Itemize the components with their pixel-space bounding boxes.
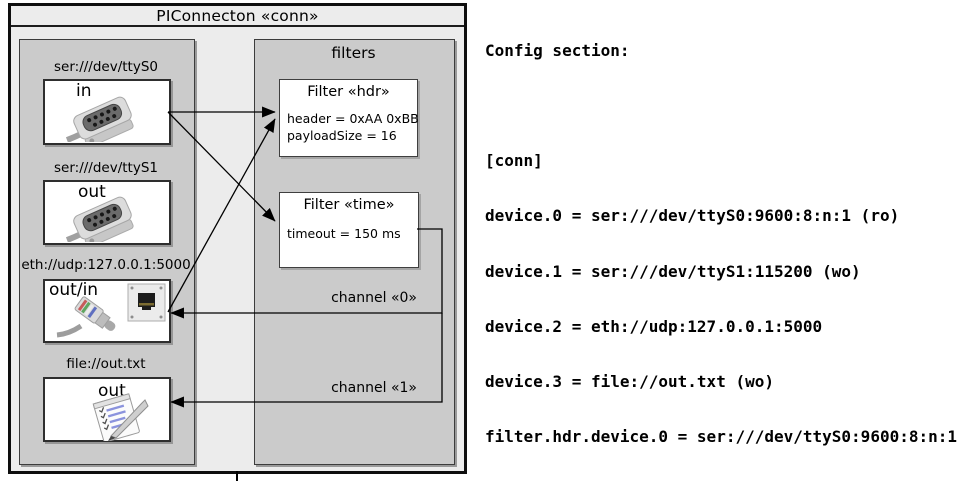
config-line: device.3 = file://out.txt (wo) (485, 372, 774, 392)
diagram-title: PIConnecton «conn» (156, 7, 319, 25)
config-blank-line (485, 97, 963, 115)
config-line: device.0 = ser:///dev/ttyS0:9600:8:n:1 (… (485, 206, 900, 226)
device-port-label: out/in (49, 280, 99, 300)
device-port-label: in (76, 81, 92, 101)
device-url-label-ttys0: ser:///dev/ttyS0 (54, 59, 158, 75)
config-line: filter.hdr.device.0 = ser:///dev/ttyS0:9… (485, 427, 958, 447)
filter-attr: header = 0xAA 0xBB (287, 111, 419, 126)
config-line: [conn] (485, 151, 543, 171)
config-section: Config section: [conn] device.0 = ser://… (485, 5, 963, 484)
device-box-eth: out/in (43, 279, 171, 343)
device-box-file: out (43, 377, 171, 442)
config-line: device.2 = eth://udp:127.0.0.1:5000 (485, 316, 823, 336)
filter-box-hdr: Filter «hdr» header = 0xAA 0xBB payloadS… (279, 79, 419, 157)
title-separator (11, 25, 464, 27)
channel-1-label: channel «1» (331, 380, 417, 396)
notepad-icon (92, 393, 149, 441)
filter-title: Filter «time» (303, 197, 395, 213)
channel-0-label: channel «0» (331, 290, 417, 306)
device-url-label-file: file://out.txt (66, 356, 146, 372)
device-box-ttys0: in (43, 79, 171, 145)
config-line: device.1 = ser:///dev/ttyS1:115200 (wo) (485, 261, 861, 281)
filter-box-time: Filter «time» timeout = 150 ms (279, 192, 419, 268)
ethernet-jack-icon (56, 283, 166, 338)
filters-panel-label: filters (331, 44, 376, 62)
filter-attr: timeout = 150 ms (287, 226, 401, 241)
device-url-label-ttys1: ser:///dev/ttyS1 (54, 160, 158, 176)
device-box-ttys1: out (43, 180, 171, 245)
filter-attr: payloadSize = 16 (287, 128, 397, 143)
config-line: filter.hdr.device.1 = eth://udp:127.0.0.… (485, 483, 963, 484)
device-url-label-eth: eth://udp:127.0.0.1:5000 (21, 257, 191, 273)
device-port-label: out (78, 182, 106, 202)
serial-connector-icon (65, 196, 134, 242)
serial-connector-icon (65, 96, 134, 142)
config-title: Config section: (485, 40, 630, 60)
device-port-label: out (98, 381, 126, 401)
filter-title: Filter «hdr» (307, 84, 390, 100)
